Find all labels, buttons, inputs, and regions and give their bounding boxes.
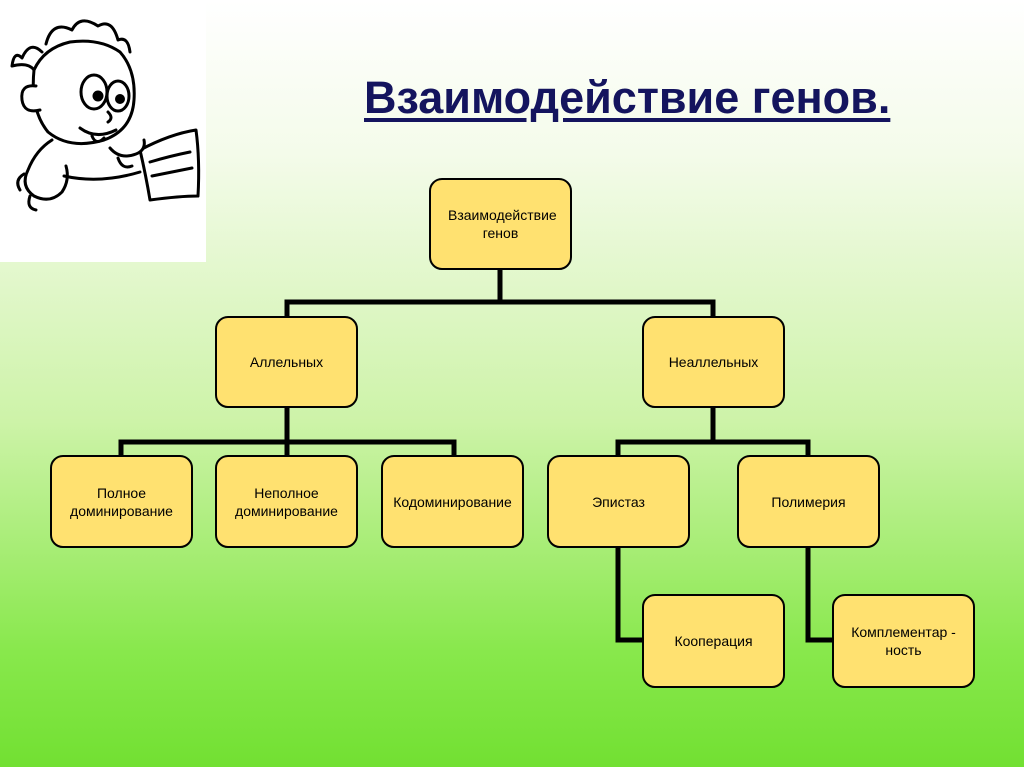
node-epistasis: Эпистаз: [547, 455, 690, 548]
node-polymery: Полимерия: [737, 455, 880, 548]
node-polymery-label: Полимерия: [771, 493, 846, 510]
node-gene-interaction-label: Взаимодействие генов: [448, 207, 557, 241]
cartoon-boy-illustration: [0, 0, 206, 262]
cartoon-boy-icon: [10, 19, 201, 212]
node-full-dominance: Полное доминирование: [50, 455, 193, 548]
node-allelic: Аллельных: [215, 316, 358, 408]
node-gene-interaction: Взаимодействие генов: [429, 178, 572, 270]
node-codominance-label: Кодоминирование: [393, 493, 512, 510]
connector-to-complementarity: [805, 545, 836, 643]
node-full-dominance-label: Полное доминирование: [70, 484, 173, 519]
node-codominance: Кодоминирование: [381, 455, 524, 548]
node-incomplete-dominance: Неполное доминирование: [215, 455, 358, 548]
node-cooperation-label: Кооперация: [674, 633, 753, 649]
node-complementarity: Комплементар - ность: [832, 594, 975, 688]
slide-title: Взаимодействие генов.: [364, 72, 891, 123]
connector-to-cooperation: [615, 545, 646, 643]
node-non-allelic: Неаллельных: [642, 316, 785, 408]
node-incomplete-dominance-label: Неполное доминирование: [235, 484, 338, 519]
node-allelic-label: Аллельных: [249, 354, 324, 370]
node-non-allelic-label: Неаллельных: [668, 354, 759, 370]
node-complementarity-label: Комплементар - ность: [851, 624, 956, 658]
node-epistasis-label: Эпистаз: [592, 493, 645, 510]
node-cooperation: Кооперация: [642, 594, 785, 688]
